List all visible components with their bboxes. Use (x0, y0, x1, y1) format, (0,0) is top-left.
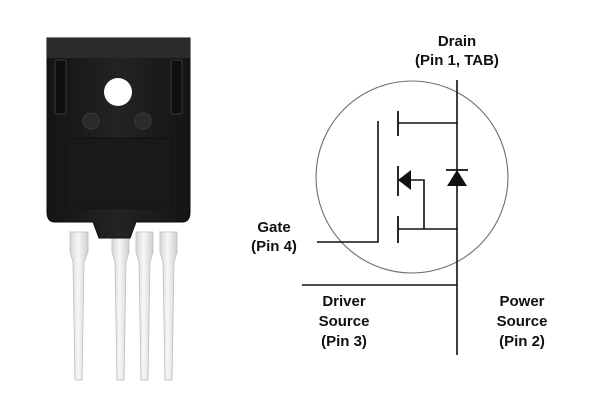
package-die-area (65, 137, 173, 209)
package-left-notch (54, 59, 67, 115)
package-leads (69, 231, 178, 381)
symbol-circle (315, 80, 509, 274)
label-power-source-line1: Power (499, 293, 544, 310)
lead-pin-3-driver-source (135, 231, 154, 381)
label-drain-line2: (Pin 1, TAB) (415, 52, 499, 69)
label-driver-source-line2: Source (319, 313, 370, 330)
drain-wire (398, 80, 458, 124)
transistor-package-photo (46, 37, 191, 381)
gate-wire (317, 121, 379, 243)
label-driver-source: Driver Source (Pin 3) (319, 293, 370, 350)
package-top-tab (47, 38, 190, 58)
body-diode-icon (447, 170, 467, 186)
label-gate-line1: Gate (257, 219, 290, 236)
lead-pin-2-power-source (111, 231, 130, 381)
label-gate-line2: (Pin 4) (251, 238, 297, 255)
label-power-source-line3: (Pin 2) (499, 333, 545, 350)
label-drain-line1: Drain (438, 33, 476, 50)
label-gate: Gate (Pin 4) (251, 219, 297, 255)
package-mounting-hole (104, 78, 132, 106)
label-power-source: Power Source (Pin 2) (497, 293, 548, 350)
source-wire (398, 228, 458, 355)
label-power-source-line2: Source (497, 313, 548, 330)
package-mark-right (134, 112, 152, 130)
body-arrow-icon (398, 170, 411, 190)
label-driver-source-line1: Driver (322, 293, 366, 310)
label-driver-source-line3: (Pin 3) (321, 333, 367, 350)
package-right-notch (170, 59, 183, 115)
package-mark-left (82, 112, 100, 130)
lead-pin-4-gate (159, 231, 178, 381)
label-drain: Drain (Pin 1, TAB) (415, 33, 499, 69)
lead-pin-1-drain (69, 231, 89, 381)
